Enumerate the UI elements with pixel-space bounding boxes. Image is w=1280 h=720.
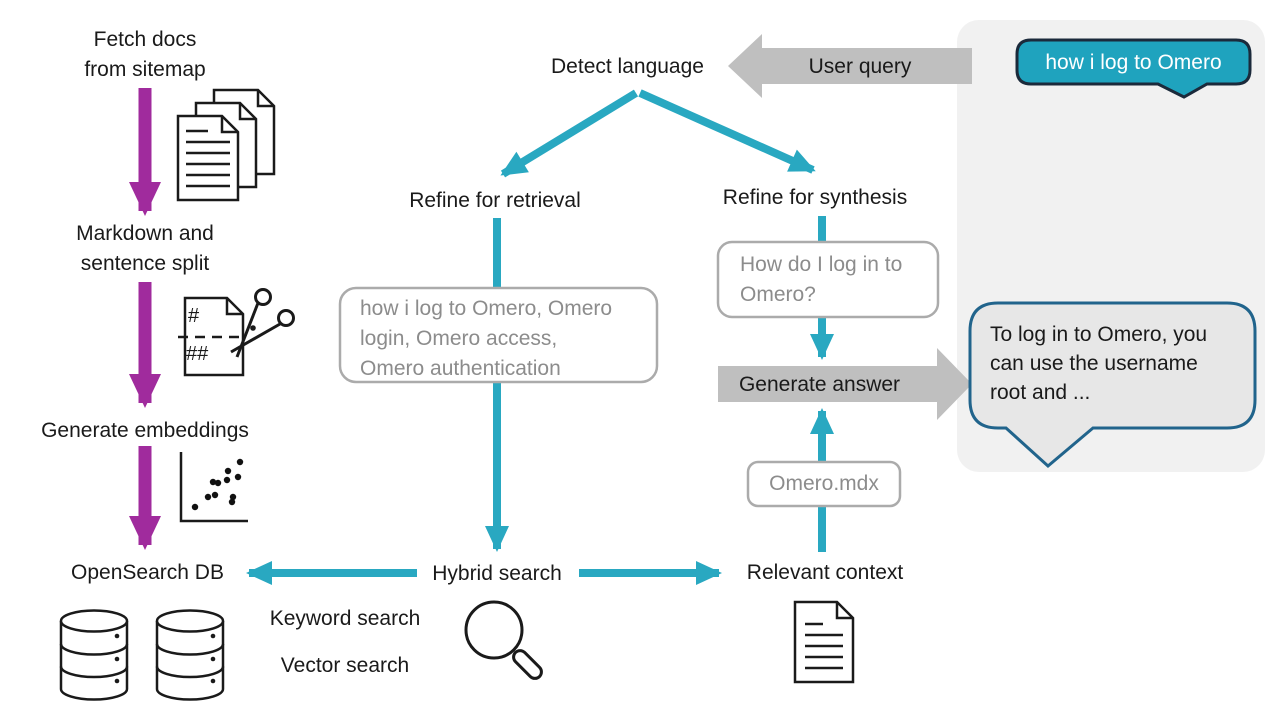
generate-answer-arrow	[718, 348, 972, 420]
retrieval-expansion-text: how i log to Omero, Omero login, Omero a…	[360, 297, 613, 380]
hybrid-search-label: Hybrid search	[432, 562, 562, 585]
user-message-bubble	[1015, 38, 1252, 99]
arrow-detect-to-retrieval	[500, 89, 639, 178]
documents-icon	[176, 88, 276, 202]
synthesis-refined-box	[716, 240, 940, 319]
generate-answer-label: Generate answer	[738, 373, 901, 396]
arrow-detect-to-synthesis	[638, 89, 816, 174]
retrieval-expansion-box	[338, 286, 659, 384]
svg-text:##: ##	[186, 343, 209, 365]
user-query-label: User query	[808, 55, 912, 78]
relevant-context-label: Relevant context	[746, 561, 904, 584]
opensearch-db-label: OpenSearch DB	[71, 561, 224, 584]
refine-synthesis-label: Refine for synthesis	[722, 186, 908, 209]
markdown-scissors-icon: # ##	[178, 288, 295, 377]
markdown-split-label: Markdown and sentence split	[76, 222, 214, 275]
database-icon	[155, 609, 225, 701]
assistant-message-bubble	[968, 301, 1257, 468]
context-file-label: Omero.mdx	[769, 472, 879, 495]
refine-retrieval-label: Refine for retrieval	[409, 189, 581, 212]
detect-language-label: Detect language	[551, 55, 704, 78]
user-message-text: how i log to Omero	[1045, 51, 1222, 74]
assistant-message-text: To log in to Omero, you can use the user…	[990, 323, 1208, 404]
context-file-box	[746, 460, 902, 508]
fetch-docs-label: Fetch docs from sitemap	[84, 28, 206, 81]
search-icon	[464, 600, 543, 680]
keyword-search-label: Keyword search	[269, 607, 421, 630]
synthesis-refined-text: How do I log in to Omero?	[740, 253, 903, 306]
user-query-arrow	[728, 34, 972, 98]
scatter-plot-icon	[179, 452, 248, 523]
generate-embeddings-label: Generate embeddings	[41, 419, 249, 442]
document-icon	[793, 600, 855, 684]
database-icon	[59, 609, 129, 701]
svg-text:#: #	[188, 305, 200, 327]
vector-search-label: Vector search	[280, 654, 410, 677]
